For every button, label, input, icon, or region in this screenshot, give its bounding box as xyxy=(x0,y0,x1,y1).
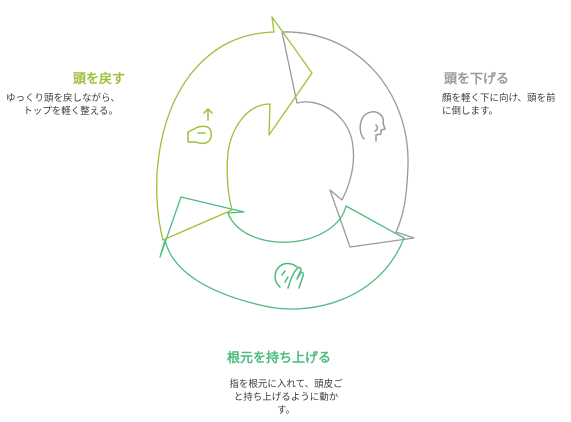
hand-with-up-arrow-icon xyxy=(187,108,213,145)
return-head-title: 頭を戻す xyxy=(73,72,126,87)
lower-head-description-line: 顔を軽く下に向け、頭を前 xyxy=(442,93,556,104)
return-head-description-line: ゆっくり頭を戻しながら、 xyxy=(6,93,121,104)
lift-roots-description-line: 指を根元に入れて、頭皮ご xyxy=(229,379,343,390)
lower-head-arrow xyxy=(281,31,415,248)
return-head-arrow xyxy=(156,16,313,241)
lower-head-title: 頭を下げる xyxy=(444,72,510,87)
lift-roots-description: 指を根元に入れて、頭皮ご と持ち上げるように動か す。 xyxy=(220,378,352,417)
return-head-description-line: トップを軽く整える。 xyxy=(23,106,118,117)
hand-lifting-hair-icon xyxy=(274,262,304,289)
return-head-description: ゆっくり頭を戻しながら、 トップを軽く整える。 xyxy=(6,92,121,118)
lower-head-description: 顔を軽く下に向け、頭を前 に倒します。 xyxy=(442,92,556,118)
head-profile-icon xyxy=(359,111,386,142)
lift-roots-description-line: と持ち上げるように動か xyxy=(233,392,339,403)
lift-roots-description-line: す。 xyxy=(276,405,296,416)
lift-roots-title: 根元を持ち上げる xyxy=(227,351,332,366)
lift-roots-arrow xyxy=(159,196,405,310)
lower-head-description-line: に倒します。 xyxy=(442,106,499,117)
